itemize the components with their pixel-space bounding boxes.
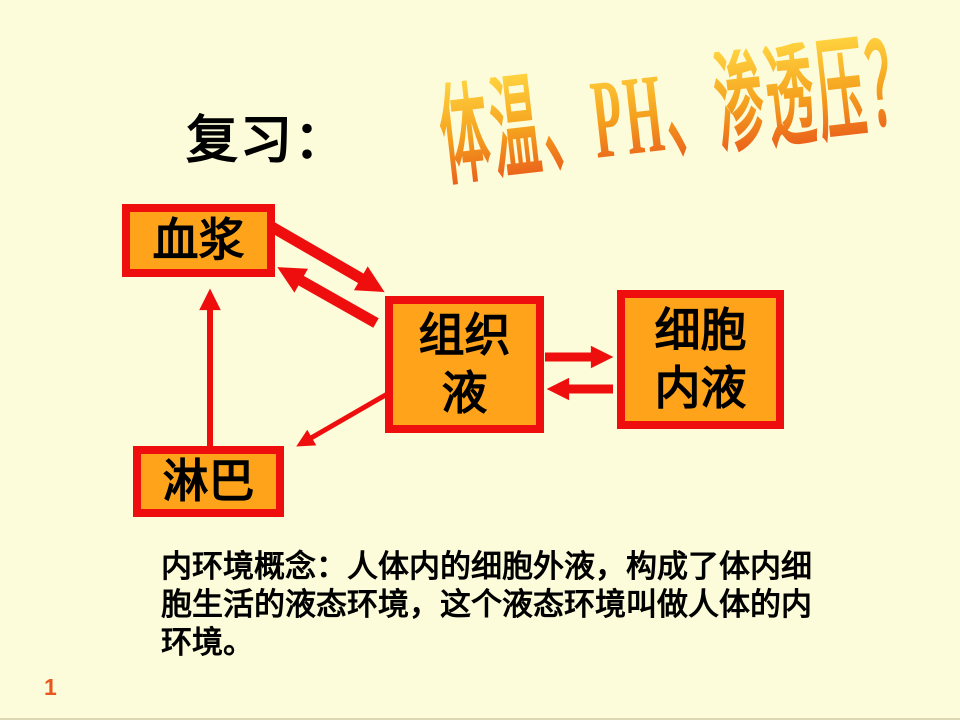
concept-note-line1: 内环境概念：人体内的细胞外液，构成了体内细 bbox=[161, 549, 812, 584]
node-intracellular-fluid: 细胞 内液 bbox=[617, 290, 784, 429]
slide-bottom-edge bbox=[0, 718, 960, 720]
node-lymph-label: 淋巴 bbox=[162, 455, 255, 507]
concept-note-line3: 环境。 bbox=[161, 625, 254, 660]
node-tissue-fluid-label-line2: 液 bbox=[441, 367, 488, 419]
arrow-tissue-to-lymph bbox=[296, 390, 391, 447]
arrow-tissue-to-plasma bbox=[277, 267, 379, 328]
concept-note: 内环境概念：人体内的细胞外液，构成了体内细 胞生活的液态环境，这个液态环境叫做人… bbox=[161, 548, 812, 662]
concept-note-line2: 胞生活的液态环境，这个液态环境叫做人体的内 bbox=[161, 587, 812, 622]
node-plasma: 血浆 bbox=[122, 204, 275, 277]
wordart-title: 体温、PH、渗透压？ bbox=[433, 22, 926, 201]
node-lymph: 淋巴 bbox=[133, 446, 284, 517]
page-number: 1 bbox=[44, 674, 57, 700]
node-intracellular-fluid-label-line1: 细胞 bbox=[654, 304, 747, 356]
node-tissue-fluid: 组织 液 bbox=[385, 296, 544, 433]
node-intracellular-fluid-label-line2: 内液 bbox=[654, 362, 747, 414]
node-plasma-label: 血浆 bbox=[152, 214, 245, 266]
arrow-plasma-to-tissue bbox=[269, 222, 385, 293]
review-heading: 复习： bbox=[186, 113, 349, 170]
node-tissue-fluid-label-line1: 组织 bbox=[418, 309, 511, 361]
